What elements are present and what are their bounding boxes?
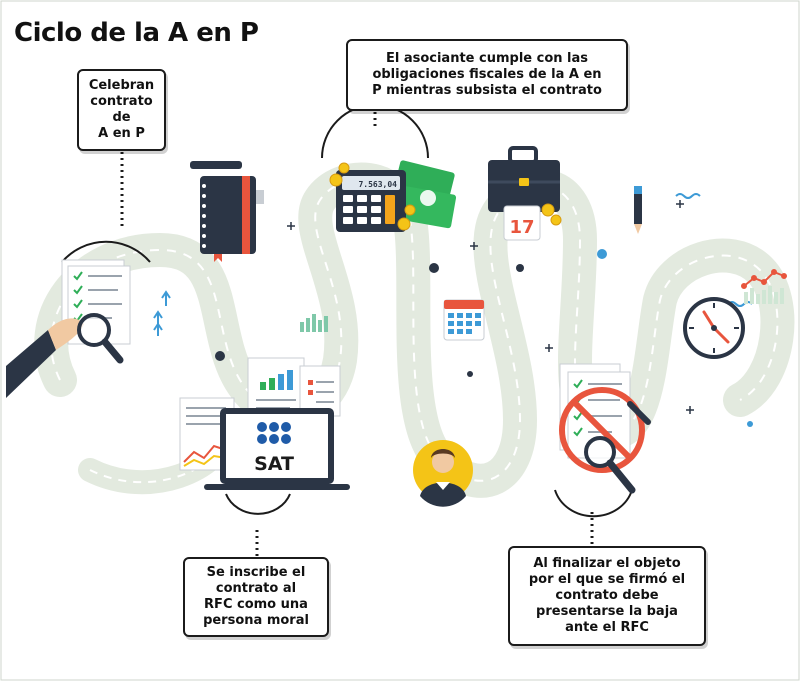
step-text-line: de (112, 110, 131, 125)
calendar-grid-icon (443, 299, 485, 341)
calculator-money-icon: 7.563,04 (329, 160, 457, 232)
person-avatar-icon (413, 440, 473, 507)
step-text-line: contrato al (215, 581, 297, 596)
step-text-line: presentarse la baja (536, 604, 678, 619)
clock-icon (683, 297, 745, 359)
sat-laptop-icon: SAT (179, 357, 350, 490)
dotted-connectors (120, 112, 594, 560)
step-text-line: obligaciones fiscales de la A en (372, 67, 602, 82)
briefcase-icon (488, 146, 560, 212)
decorative-marks (153, 193, 787, 427)
step-celebran-contrato: Celebran contrato de A en P (77, 69, 166, 151)
step-text-line: ante el RFC (565, 620, 649, 635)
step-text-line: RFC como una (204, 597, 308, 612)
step-cumple-obligaciones: El asociante cumple con las obligaciones… (346, 39, 628, 111)
step-text-line: persona moral (203, 613, 309, 628)
step-text-line: Al finalizar el objeto (533, 556, 681, 571)
step-inscribe-rfc: Se inscribe el contrato al RFC como una … (183, 557, 329, 637)
calendar-day-number: 17 (509, 217, 534, 238)
step-text-line: El asociante cumple con las (385, 51, 589, 66)
step-text-line: P mientras subsista el contrato (372, 83, 602, 98)
calendar-day-icon: 17 (503, 203, 562, 241)
step-text-line: contrato debe (555, 588, 659, 603)
step-finalizar-baja: Al finalizar el objeto por el que se fir… (508, 546, 706, 646)
step-text-line: A en P (98, 126, 145, 141)
contract-magnifier-icon (6, 259, 131, 398)
pen-icon (634, 186, 642, 234)
step-text-line: Celebran (88, 78, 155, 93)
step-text-line: por el que se firmó el (528, 572, 686, 587)
sat-logo-text: SAT (254, 453, 294, 475)
step-text-line: contrato (90, 94, 153, 109)
page-title: Ciclo de la A en P (14, 18, 259, 48)
calculator-display: 7.563,04 (358, 180, 397, 189)
step-text-line: Se inscribe el (206, 565, 306, 580)
notebook-icon (190, 161, 264, 262)
cancel-contract-icon (559, 363, 651, 494)
